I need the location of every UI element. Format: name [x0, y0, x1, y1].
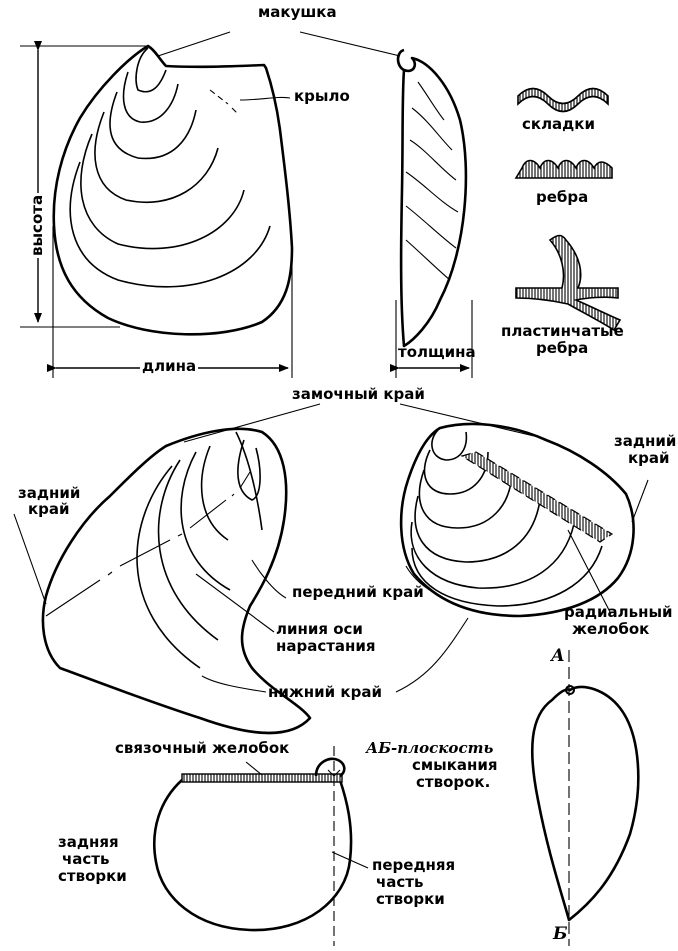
anterior-part-leader	[332, 852, 368, 868]
commissure-label-2: смыкания	[412, 757, 498, 774]
point-a-label: А	[551, 648, 565, 665]
point-b-label: Б	[553, 926, 568, 943]
commissure-label-1: АБ-плоскость	[366, 740, 493, 757]
commissure-label-text: АБ-плоскость	[366, 739, 493, 757]
commissure-label-3: створок.	[416, 774, 490, 791]
